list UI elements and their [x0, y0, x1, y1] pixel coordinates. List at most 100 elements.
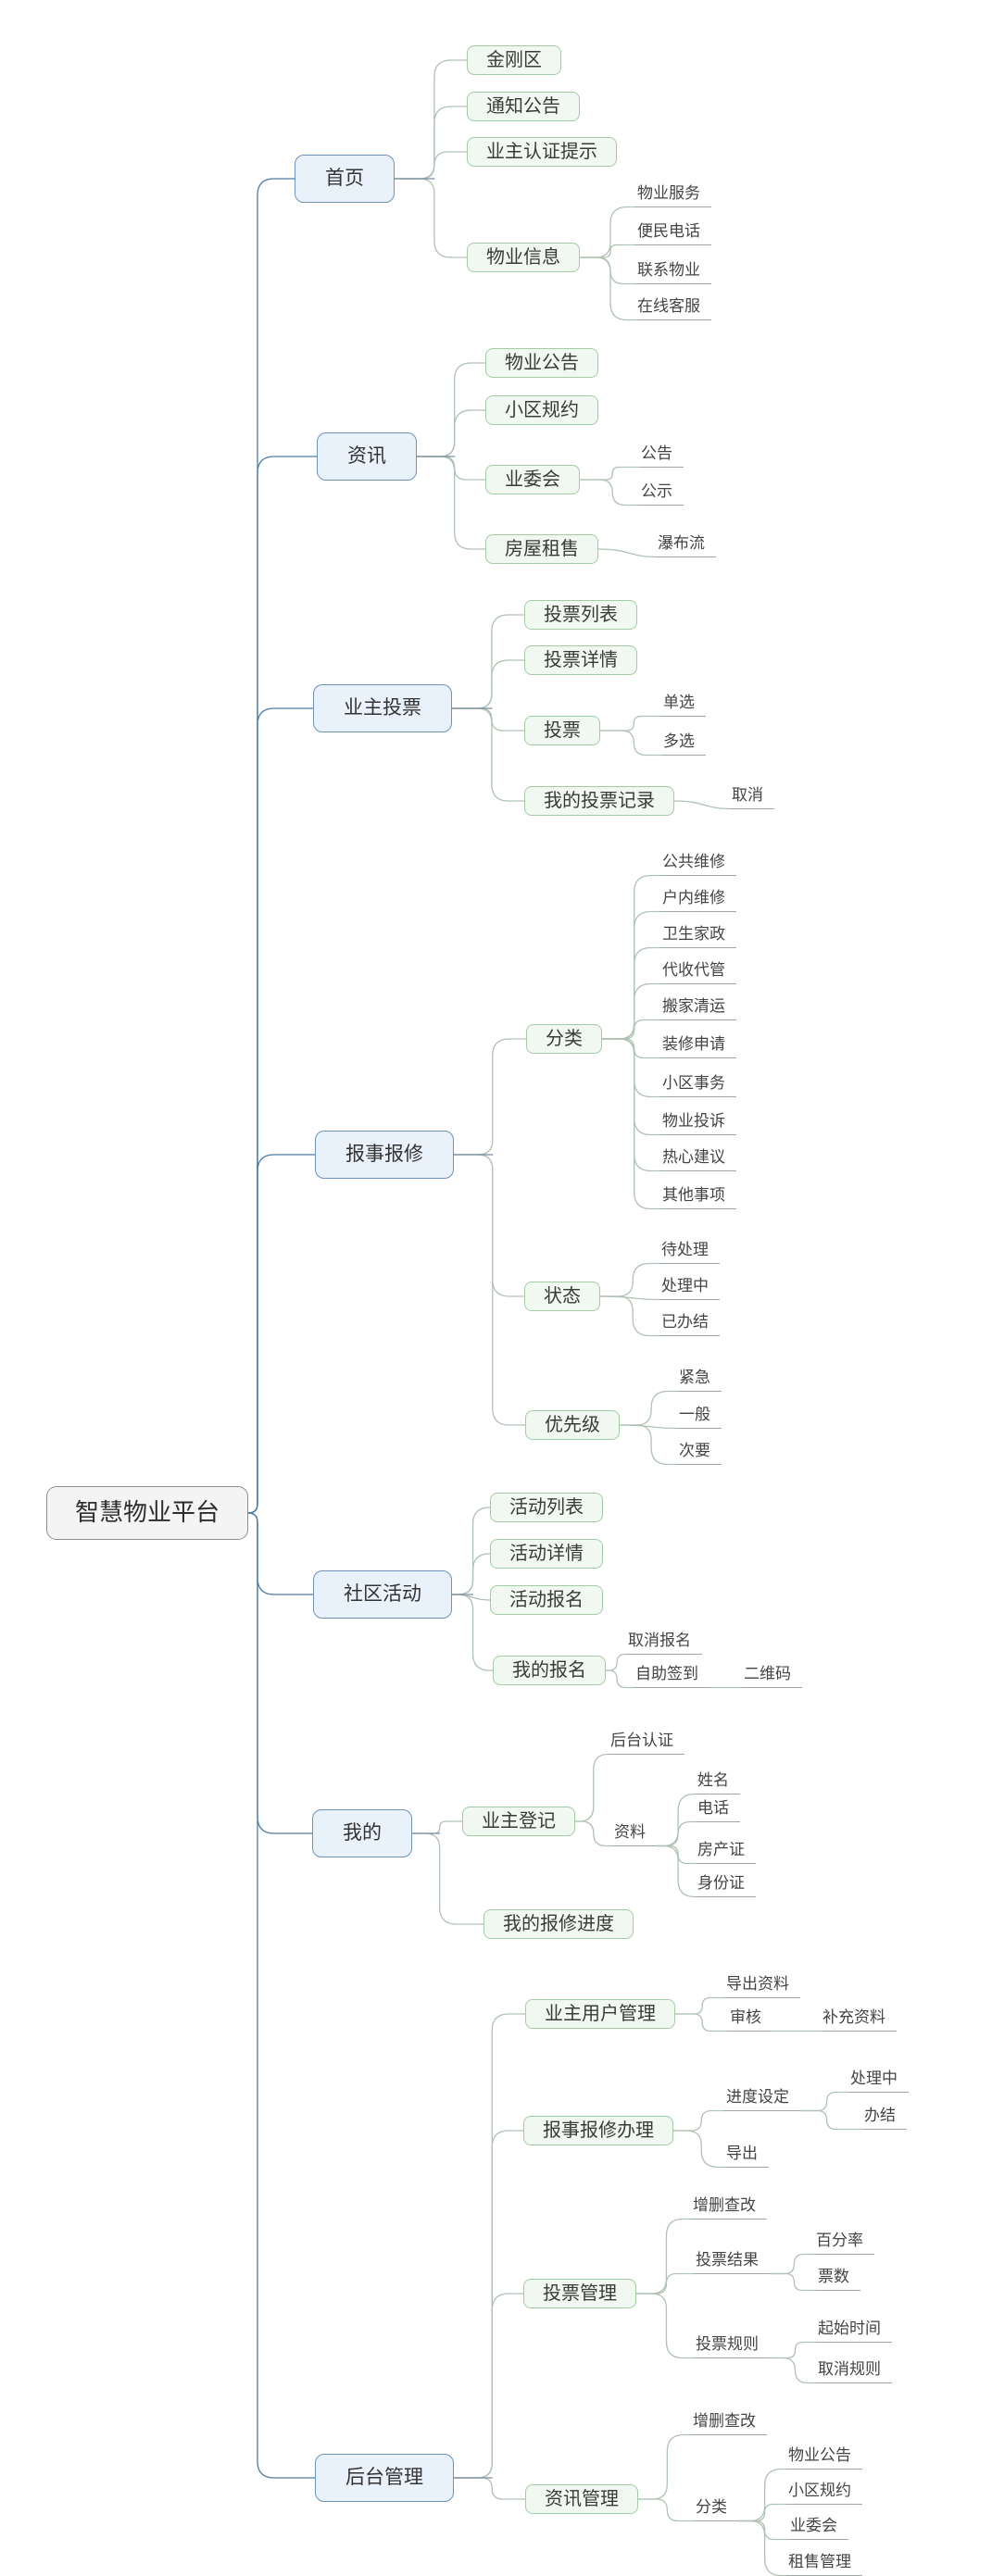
mindmap-node-owner-user-mgmt[interactable]: 业主用户管理	[525, 1999, 675, 2029]
mindmap-node-community-rules[interactable]: 小区规约	[485, 395, 598, 425]
mindmap-node-admin[interactable]: 后台管理	[315, 2454, 454, 2502]
mindmap-node-status-processing[interactable]: 处理中	[659, 1276, 720, 1300]
mindmap-node-owner-auth-tip[interactable]: 业主认证提示	[467, 137, 617, 167]
mindmap-node-vote-result[interactable]: 投票结果	[694, 2250, 770, 2274]
mindmap-node-collect-and-manage[interactable]: 代收代管	[660, 960, 736, 984]
mindmap-node-vote-detail[interactable]: 投票详情	[524, 645, 637, 675]
mindmap-node-activity-detail[interactable]: 活动详情	[490, 1539, 603, 1569]
connector	[454, 2293, 523, 2479]
mindmap-node-single-choice[interactable]: 单选	[661, 693, 706, 717]
mindmap-node-notice-announcement[interactable]: 通知公告	[467, 92, 580, 121]
mindmap-node-ticket-count[interactable]: 票数	[816, 2267, 860, 2291]
mindmap-node-repair-report[interactable]: 报事报修	[315, 1131, 454, 1179]
mindmap-node-news-category[interactable]: 分类	[694, 2497, 738, 2521]
mindmap-node-house-cert[interactable]: 房产证	[696, 1840, 756, 1864]
mindmap-node-convenience-phone[interactable]: 便民电话	[635, 221, 711, 245]
connector	[738, 2503, 786, 2522]
mindmap-node-owner-register[interactable]: 业主登记	[462, 1807, 575, 1836]
mindmap-node-priority-urgent[interactable]: 紧急	[677, 1368, 722, 1392]
mindmap-node-kingkong-area[interactable]: 金刚区	[467, 45, 561, 75]
mindmap-node-other-matters[interactable]: 其他事项	[660, 1185, 736, 1209]
mindmap-node-mine[interactable]: 我的	[312, 1809, 412, 1857]
mindmap-node-handling-processing[interactable]: 处理中	[848, 2069, 909, 2093]
mindmap-node-vote-mgmt[interactable]: 投票管理	[523, 2279, 636, 2308]
mindmap-node-repair-handling[interactable]: 报事报修办理	[523, 2116, 673, 2145]
mindmap-node-id-card[interactable]: 身份证	[696, 1873, 756, 1897]
mindmap-node-cat-owners-committee[interactable]: 业委会	[788, 2516, 848, 2540]
connector	[620, 1424, 677, 1466]
mindmap-node-committee-publicity[interactable]: 公示	[639, 481, 684, 506]
mindmap-node-repair-priority[interactable]: 优先级	[525, 1410, 620, 1440]
mindmap-node-cancel-vote[interactable]: 取消	[730, 785, 774, 809]
mindmap-node-community-affairs[interactable]: 小区事务	[660, 1073, 736, 1097]
mindmap-node-profile[interactable]: 资料	[612, 1822, 657, 1846]
mindmap-node-profile-phone[interactable]: 电话	[696, 1798, 740, 1822]
mindmap-node-activity-list[interactable]: 活动列表	[490, 1493, 603, 1522]
mindmap-node-qr-code[interactable]: 二维码	[742, 1664, 802, 1688]
mindmap-node-cat-property-notice[interactable]: 物业公告	[786, 2445, 862, 2470]
mindmap-node-my-signup[interactable]: 我的报名	[493, 1656, 606, 1685]
mindmap-node-backend-auth[interactable]: 后台认证	[609, 1731, 684, 1755]
mindmap-node-online-service[interactable]: 在线客服	[635, 296, 711, 320]
mindmap-node-review[interactable]: 审核	[728, 2007, 772, 2032]
connector	[417, 409, 485, 457]
connector	[454, 1038, 526, 1156]
mindmap-node-my-repair-progress[interactable]: 我的报修进度	[483, 1909, 634, 1939]
mindmap-node-public-repair[interactable]: 公共维修	[660, 852, 736, 876]
mindmap-node-committee-notice[interactable]: 公告	[639, 444, 684, 468]
mindmap-node-contact-property[interactable]: 联系物业	[635, 260, 711, 284]
mindmap-node-sanitation-housekeeping[interactable]: 卫生家政	[660, 924, 736, 948]
mindmap-node-owner-vote[interactable]: 业主投票	[313, 684, 452, 732]
mindmap-node-profile-name[interactable]: 姓名	[696, 1770, 740, 1794]
mindmap-node-handling-close[interactable]: 办结	[862, 2106, 907, 2130]
mindmap-node-repair-category[interactable]: 分类	[526, 1024, 602, 1054]
mindmap-node-owners-committee[interactable]: 业委会	[485, 465, 580, 494]
mindmap-node-export[interactable]: 导出	[724, 2144, 769, 2168]
mindmap-node-multi-choice[interactable]: 多选	[661, 732, 706, 756]
mindmap-node-vote-crud[interactable]: 增删查改	[691, 2195, 767, 2220]
mindmap-node-root[interactable]: 智慧物业平台	[46, 1486, 249, 1540]
mindmap-node-waterfall-flow[interactable]: 瀑布流	[656, 533, 716, 557]
mindmap-node-progress-setting[interactable]: 进度设定	[724, 2087, 800, 2111]
mindmap-node-repair-status[interactable]: 状态	[524, 1282, 600, 1311]
mindmap-node-property-info[interactable]: 物业信息	[467, 243, 580, 272]
mindmap-node-self-checkin[interactable]: 自助签到	[634, 1664, 709, 1688]
mindmap-node-cat-community-rules[interactable]: 小区规约	[786, 2481, 862, 2505]
mindmap-node-warm-suggestion[interactable]: 热心建议	[660, 1147, 736, 1171]
mindmap-node-percentage[interactable]: 百分率	[814, 2231, 874, 2255]
mindmap-node-supplement-profile[interactable]: 补充资料	[821, 2007, 897, 2032]
connector	[452, 707, 524, 802]
mindmap-node-cancel-signup[interactable]: 取消报名	[626, 1631, 702, 1655]
mindmap-node-property-complaint[interactable]: 物业投诉	[660, 1111, 736, 1135]
mindmap-node-priority-normal[interactable]: 一般	[677, 1405, 722, 1429]
mindmap-node-cat-rent-mgmt[interactable]: 租售管理	[786, 2552, 862, 2576]
mindmap-node-property-notice[interactable]: 物业公告	[485, 348, 598, 378]
connector	[454, 1154, 525, 1426]
mindmap-node-decoration-apply[interactable]: 装修申请	[660, 1034, 736, 1058]
mindmap-node-vote-rules[interactable]: 投票规则	[694, 2334, 770, 2358]
mindmap-node-indoor-repair[interactable]: 户内维修	[660, 888, 736, 912]
mindmap-node-property-service[interactable]: 物业服务	[635, 183, 711, 207]
mindmap-node-news-mgmt[interactable]: 资讯管理	[525, 2484, 638, 2514]
mindmap-node-vote[interactable]: 投票	[524, 716, 600, 745]
connector	[452, 659, 524, 709]
mindmap-node-priority-minor[interactable]: 次要	[677, 1441, 722, 1465]
mindmap-node-community-activity[interactable]: 社区活动	[313, 1570, 452, 1619]
mindmap-node-house-rent-sale[interactable]: 房屋租售	[485, 534, 598, 564]
mindmap-node-start-time[interactable]: 起始时间	[816, 2319, 892, 2343]
mindmap-node-status-completed[interactable]: 已办结	[659, 1312, 720, 1336]
mindmap-node-news[interactable]: 资讯	[317, 432, 417, 481]
connector	[770, 2253, 814, 2275]
mindmap-node-status-pending[interactable]: 待处理	[659, 1240, 720, 1264]
connector	[657, 1844, 696, 1898]
mindmap-node-activity-signup[interactable]: 活动报名	[490, 1585, 603, 1615]
mindmap-node-my-vote-records[interactable]: 我的投票记录	[524, 786, 674, 816]
mindmap-node-vote-list[interactable]: 投票列表	[524, 600, 637, 630]
mindmap-node-news-crud[interactable]: 增删查改	[691, 2411, 767, 2435]
mindmap-node-home[interactable]: 首页	[295, 155, 395, 203]
mindmap-node-export-profile[interactable]: 导出资料	[724, 1974, 800, 1998]
mindmap-node-cancel-rules[interactable]: 取消规则	[816, 2359, 892, 2383]
mindmap-node-moving-clearance[interactable]: 搬家清运	[660, 996, 736, 1020]
